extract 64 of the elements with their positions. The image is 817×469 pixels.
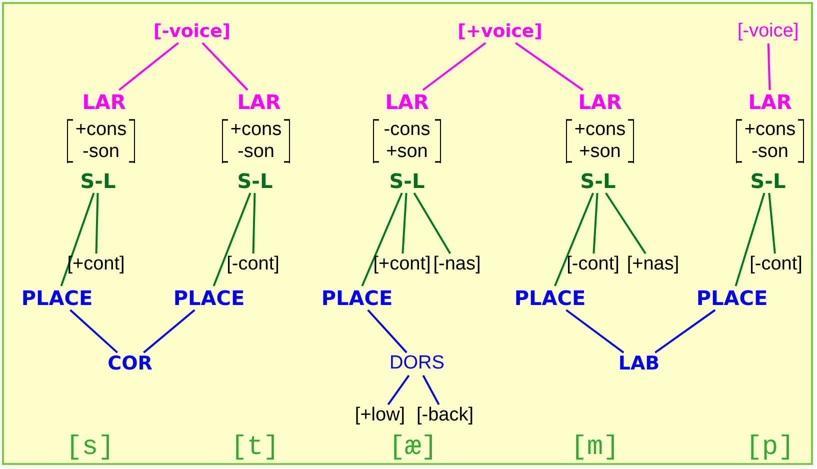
node-label: PLACE [696, 287, 768, 309]
node-label: PLACE [173, 287, 245, 309]
feature-label: [+cont] [67, 254, 125, 276]
feature-matrix: +cons -son [736, 119, 804, 163]
node-label: LAR [748, 91, 792, 113]
feature-label: [+low] [354, 406, 406, 426]
feature-label: [+nas] [626, 254, 680, 276]
phonetic-symbol: [æ] [388, 434, 438, 463]
node-label: LAR [237, 91, 281, 113]
node-label: LAR [385, 91, 429, 113]
branch-line [367, 309, 408, 354]
feature-matrix: -cons +son [373, 119, 441, 163]
node-label: DORS [390, 354, 444, 374]
node-label: S-L [389, 170, 425, 192]
branch-line [118, 42, 179, 91]
branch-line [605, 192, 646, 254]
node-label: LAB [618, 354, 660, 374]
node-label: PLACE [21, 287, 93, 309]
branch-line [734, 192, 766, 286]
branch-line [95, 192, 99, 254]
node-label: S-L [580, 170, 616, 192]
feature-label: [+voice] [458, 22, 542, 42]
phonetic-symbol: [p] [746, 434, 794, 463]
phonetic-symbol: [s] [66, 434, 114, 463]
branch-line [212, 192, 252, 286]
branch-line [361, 192, 403, 286]
branch-line [202, 42, 248, 91]
node-label: S-L [80, 170, 116, 192]
phonetic-symbol: [t] [230, 434, 280, 463]
node-label: LAR [578, 91, 622, 113]
feature-matrix: +cons +son [566, 119, 634, 163]
branch-line [654, 309, 716, 354]
phonetic-symbol: [m] [570, 434, 620, 463]
feature-label: [-cont] [566, 254, 620, 276]
feature-label: [-cont] [226, 254, 280, 276]
feature-label: [-back] [416, 406, 474, 426]
branch-line [768, 192, 776, 254]
node-label: PLACE [514, 287, 586, 309]
branch-line [566, 309, 624, 354]
feature-matrix: +cons -son [67, 119, 135, 163]
node-label: PLACE [321, 287, 393, 309]
feature-label: [-voice] [737, 22, 799, 42]
branch-line [70, 309, 118, 354]
branch-line [767, 43, 771, 90]
branch-line [143, 309, 196, 354]
feature-label: [-cont] [750, 254, 802, 276]
branch-line [422, 374, 440, 406]
branch-line [515, 42, 584, 91]
branch-line [592, 192, 598, 254]
branch-line [402, 192, 408, 254]
feature-label: [-nas] [433, 254, 481, 276]
feature-label: [-voice] [153, 22, 231, 42]
node-label: S-L [750, 170, 786, 192]
branch-line [252, 192, 256, 254]
branch-line [60, 192, 95, 286]
branch-line [413, 192, 452, 254]
branch-line [387, 374, 410, 406]
branch-line [422, 42, 486, 91]
feature-matrix: +cons -son [222, 119, 290, 163]
branch-line [554, 192, 594, 286]
feature-label: [+cont] [373, 254, 431, 276]
node-label: COR [108, 354, 152, 374]
node-label: S-L [237, 170, 273, 192]
node-label: LAR [82, 91, 126, 113]
